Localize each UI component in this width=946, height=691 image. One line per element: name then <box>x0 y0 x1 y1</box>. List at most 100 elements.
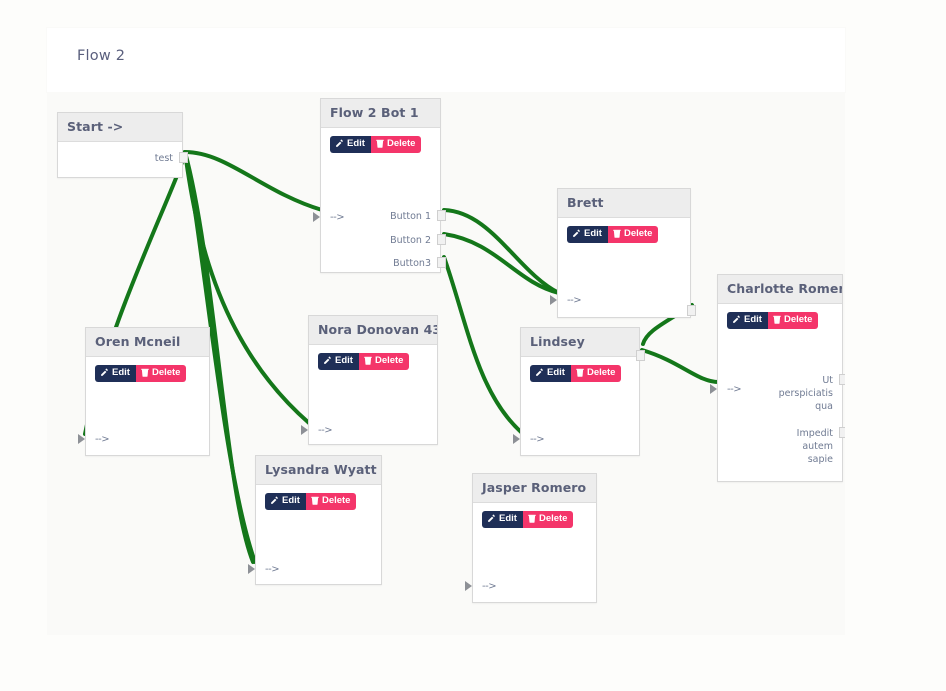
pencil-icon <box>487 514 496 523</box>
delete-button-label: Delete <box>151 367 181 378</box>
input-port-connector[interactable] <box>313 212 320 222</box>
node-title: Brett <box>558 189 690 218</box>
output-port-connector[interactable] <box>437 257 446 268</box>
output-port-connector[interactable] <box>179 152 188 163</box>
edit-button-label: Edit <box>547 367 565 378</box>
node-title: Jasper Romero <box>473 474 596 503</box>
input-port-connector[interactable] <box>513 434 520 444</box>
output-port-connector[interactable] <box>437 234 446 245</box>
edit-button-label: Edit <box>112 367 130 378</box>
output-port-label: Button 1 <box>390 211 431 222</box>
node-body: Edit Delete <box>521 357 639 382</box>
output-port-label: Ut perspiciatis qua <box>778 375 833 412</box>
node-input-port[interactable]: --> <box>558 294 582 308</box>
output-port-connector[interactable] <box>687 305 696 316</box>
node-action-row: Edit Delete <box>256 485 381 510</box>
input-port-connector[interactable] <box>78 434 85 444</box>
delete-button[interactable]: Delete <box>522 511 574 528</box>
flow-edge[interactable] <box>442 255 523 434</box>
node-output-port[interactable]: Button 1 <box>320 211 440 224</box>
delete-button[interactable]: Delete <box>370 136 422 153</box>
input-arrow-glyph: --> <box>727 384 742 395</box>
node-output-port[interactable]: test <box>57 153 182 166</box>
flow-edge[interactable] <box>640 348 721 384</box>
delete-button[interactable]: Delete <box>305 493 357 510</box>
output-port-connector[interactable] <box>437 210 446 221</box>
edit-button[interactable]: Edit <box>530 365 571 382</box>
delete-button[interactable]: Delete <box>570 365 622 382</box>
delete-button[interactable]: Delete <box>358 353 410 370</box>
flow-node-flow-2-bot-1[interactable]: Flow 2 Bot 1 Edit Delete --> Button 1 Button … <box>313 98 446 273</box>
node-title: Flow 2 Bot 1 <box>321 99 440 128</box>
node-input-port[interactable]: --> <box>86 433 110 447</box>
flow-edge[interactable] <box>183 150 324 212</box>
delete-button-label: Delete <box>586 367 616 378</box>
edit-button[interactable]: Edit <box>95 365 136 382</box>
edit-button[interactable]: Edit <box>482 511 523 528</box>
flow-node-start[interactable]: Start -> test <box>57 112 188 178</box>
delete-button[interactable]: Delete <box>135 365 187 382</box>
output-port-connector[interactable] <box>839 374 845 385</box>
input-port-connector[interactable] <box>550 295 557 305</box>
node-input-port[interactable]: --> <box>309 424 333 438</box>
page-title: Flow 2 <box>77 48 126 64</box>
trash-icon <box>576 368 584 377</box>
flow-edge[interactable] <box>442 208 561 295</box>
edit-button-label: Edit <box>282 495 300 506</box>
edit-button[interactable]: Edit <box>567 226 608 243</box>
delete-button-label: Delete <box>623 228 653 239</box>
output-port-connector[interactable] <box>636 350 645 361</box>
node-body: Edit Delete <box>256 485 381 510</box>
trash-icon <box>141 368 149 377</box>
node-title: Lindsey <box>521 328 639 357</box>
delete-button[interactable]: Delete <box>607 226 659 243</box>
node-input-port[interactable]: --> <box>521 433 545 447</box>
flow-edge[interactable] <box>442 232 561 295</box>
input-port-connector[interactable] <box>465 581 472 591</box>
input-port-connector[interactable] <box>248 564 255 574</box>
input-port-connector[interactable] <box>301 425 308 435</box>
edit-button-label: Edit <box>347 138 365 149</box>
edit-button[interactable]: Edit <box>318 353 359 370</box>
input-arrow-glyph: --> <box>330 212 345 223</box>
output-port-label: Impedit autem sapie <box>796 428 833 465</box>
node-input-port[interactable]: --> <box>718 383 742 397</box>
input-arrow-glyph: --> <box>482 581 497 592</box>
node-title: Nora Donovan 43 <box>309 316 437 345</box>
trash-icon <box>311 496 319 505</box>
edit-button-label: Edit <box>744 314 762 325</box>
output-port-label: Button3 <box>393 258 431 269</box>
node-body: Edit Delete <box>558 218 690 243</box>
input-arrow-glyph: --> <box>567 295 582 306</box>
edit-button[interactable]: Edit <box>330 136 371 153</box>
node-body: Edit Delete <box>86 357 209 382</box>
node-output-port[interactable]: Ut perspiciatis qua <box>717 375 842 413</box>
input-arrow-glyph: --> <box>530 434 545 445</box>
pencil-icon <box>270 496 279 505</box>
delete-button[interactable]: Delete <box>767 312 819 329</box>
node-input-port[interactable]: --> <box>473 580 497 594</box>
pencil-icon <box>732 315 741 324</box>
node-output-port[interactable]: Button 2 <box>320 235 440 248</box>
output-port-connector[interactable] <box>839 427 845 438</box>
node-input-port[interactable]: --> <box>256 563 280 577</box>
delete-button-label: Delete <box>386 138 416 149</box>
node-title: Lysandra Wyatt <box>256 456 381 485</box>
node-output-port[interactable]: Impedit autem sapie <box>717 428 842 466</box>
node-output-port[interactable]: Button3 <box>320 258 440 271</box>
node-title: Start -> <box>58 113 182 142</box>
node-input-port[interactable]: --> <box>321 211 345 225</box>
flow-header-card: Flow 2 <box>47 28 845 92</box>
edit-button[interactable]: Edit <box>727 312 768 329</box>
input-port-connector[interactable] <box>710 384 717 394</box>
edit-button[interactable]: Edit <box>265 493 306 510</box>
